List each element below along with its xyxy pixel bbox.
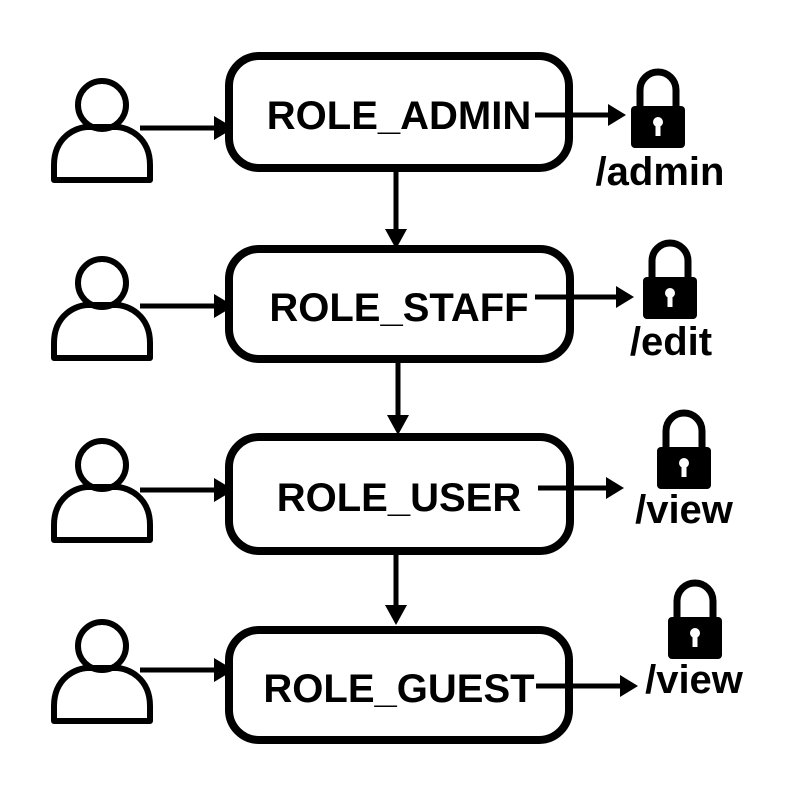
user-icon <box>51 78 153 183</box>
role-label-admin: ROLE_ADMIN <box>267 94 531 138</box>
role-label-user: ROLE_USER <box>277 476 522 520</box>
lock-icon <box>631 68 685 148</box>
path-label-guest: /view <box>645 658 744 702</box>
lock-icon <box>657 409 711 489</box>
role-box-user[interactable] <box>225 433 574 555</box>
role-label-staff: ROLE_STAFF <box>269 286 528 330</box>
role-row-staff: ROLE_STAFF /edit <box>51 239 712 364</box>
lock-icon <box>668 579 722 659</box>
path-label-user: /view <box>635 488 734 532</box>
path-label-staff: /edit <box>630 320 712 364</box>
role-row-guest: ROLE_GUEST /view <box>51 579 744 744</box>
role-label-guest: ROLE_GUEST <box>263 667 534 711</box>
user-icon <box>51 619 153 724</box>
lock-icon <box>643 239 697 319</box>
role-row-admin: ROLE_ADMIN /admin <box>51 52 725 194</box>
role-row-user: ROLE_USER /view <box>51 409 734 555</box>
user-icon <box>51 438 153 543</box>
role-box-staff[interactable] <box>225 245 574 363</box>
user-icon <box>51 256 153 361</box>
path-label-admin: /admin <box>596 150 725 194</box>
role-box-admin[interactable] <box>225 52 573 172</box>
